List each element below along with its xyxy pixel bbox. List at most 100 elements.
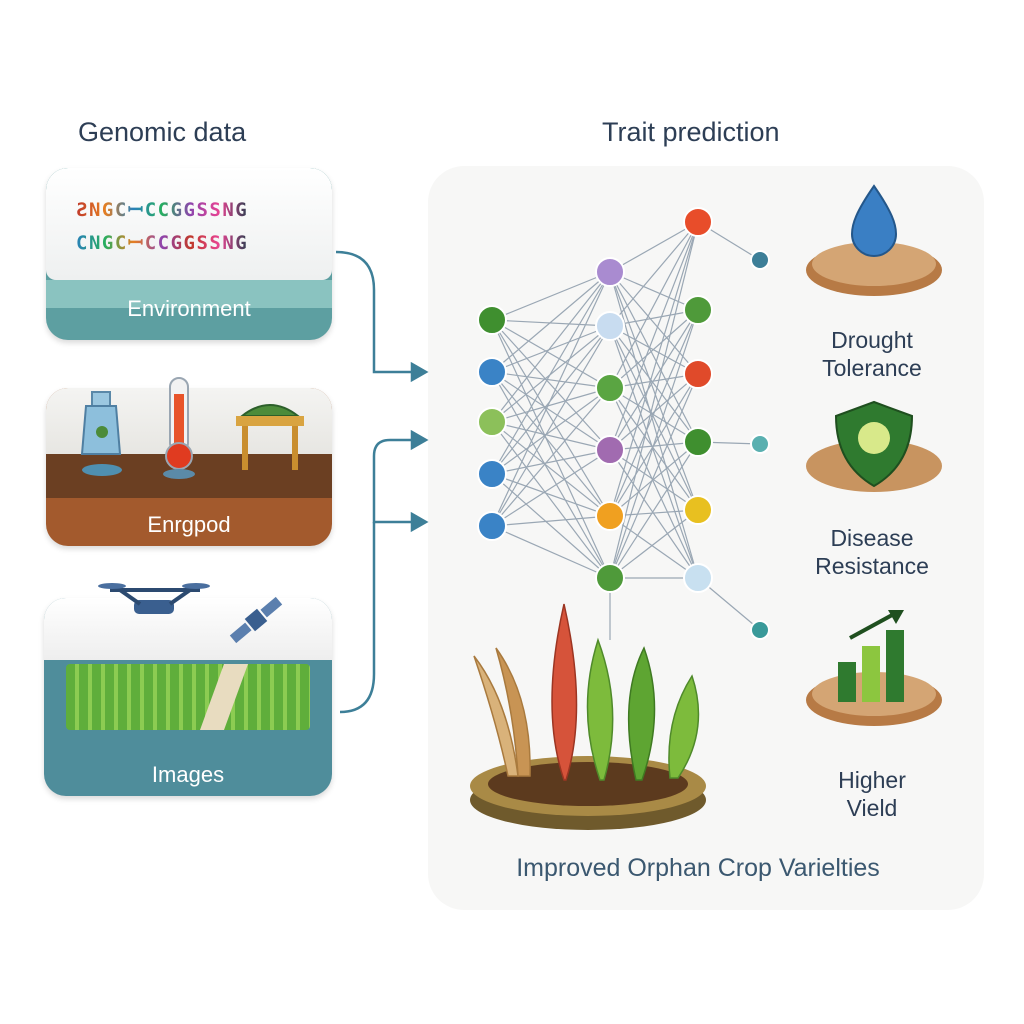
- disease-line-1: Disease: [830, 525, 914, 551]
- network-nodes: [477, 207, 770, 640]
- network-node: [683, 563, 713, 593]
- images-card: [44, 598, 332, 796]
- network-edge: [609, 441, 699, 517]
- network-edge: [609, 449, 699, 511]
- network-node: [683, 207, 713, 237]
- network-node: [683, 427, 713, 457]
- network-edge: [609, 509, 699, 579]
- network-edge: [609, 309, 699, 517]
- network-edge: [491, 319, 611, 517]
- network-edge: [491, 421, 611, 451]
- network-edge: [609, 325, 699, 579]
- network-edge: [609, 515, 699, 579]
- genomic-card-band: [46, 280, 332, 308]
- input-connectors: [335, 250, 429, 714]
- yield-line-1: Higher: [838, 767, 906, 793]
- network-edge: [491, 473, 611, 579]
- disease-line-2: Resistance: [815, 553, 929, 579]
- network-edge: [609, 387, 699, 511]
- network-edge: [491, 271, 611, 423]
- network-node: [750, 620, 770, 640]
- network-edge: [609, 221, 699, 327]
- network-edge: [491, 371, 611, 579]
- drone-icon: [98, 583, 210, 614]
- network-edge: [491, 371, 611, 389]
- network-edge: [491, 319, 611, 579]
- network-edge: [609, 271, 699, 311]
- network-node: [595, 563, 625, 593]
- connector-arrow-3: [410, 511, 429, 533]
- genomic-sequence-line-1: ƧNGCꟷCCGGSSNG: [76, 196, 248, 222]
- network-edge: [491, 525, 611, 579]
- satellite-icon: [229, 596, 283, 644]
- network-edge: [491, 319, 611, 451]
- network-edge: [609, 373, 699, 579]
- network-edge: [491, 371, 611, 451]
- network-edge: [491, 319, 611, 327]
- network-edge: [491, 271, 611, 475]
- network-edge: [609, 387, 699, 443]
- network-edge: [609, 325, 699, 511]
- drought-tolerance-label: Drought Tolerance: [782, 326, 962, 382]
- network-edge: [609, 325, 699, 443]
- connector-genomic: [335, 250, 412, 374]
- network-node: [477, 305, 507, 335]
- network-edge: [609, 271, 699, 443]
- network-edge: [491, 421, 611, 517]
- yield-line-2: Vield: [846, 795, 898, 821]
- network-node: [683, 359, 713, 389]
- green-plant-icon: [586, 637, 700, 781]
- drought-tolerance-icon: [806, 184, 942, 296]
- environment-label: Environment: [127, 296, 251, 321]
- disease-resistance-icon: [806, 400, 942, 492]
- network-edge: [491, 325, 611, 527]
- images-card-sky: [44, 598, 332, 660]
- drought-line-1: Drought: [831, 327, 913, 353]
- network-edge: [491, 449, 611, 475]
- red-plant-icon: [551, 603, 578, 781]
- network-edge: [491, 271, 611, 527]
- connector-environment: [372, 438, 412, 524]
- network-edge: [609, 221, 699, 517]
- network-edge: [609, 221, 699, 389]
- network-edge: [491, 449, 611, 527]
- network-edge: [609, 387, 699, 579]
- network-edge: [609, 221, 699, 273]
- network-edge: [491, 421, 611, 579]
- connector-images: [339, 522, 376, 714]
- bottom-caption: Improved Orphan Crop Varielties: [516, 854, 880, 882]
- network-edge: [491, 387, 611, 475]
- disease-resistance-label: Disease Resistance: [782, 524, 962, 580]
- network-node: [683, 295, 713, 325]
- network-edge: [609, 309, 699, 451]
- weather-station-icon: [236, 404, 304, 470]
- network-edge: [491, 271, 611, 321]
- network-node: [595, 501, 625, 531]
- network-edge: [491, 271, 611, 373]
- network-node: [477, 459, 507, 489]
- trait-icons: [806, 184, 942, 726]
- network-node: [595, 311, 625, 341]
- genomic-data-title: Genomic data: [78, 117, 247, 147]
- network-edge: [609, 309, 699, 389]
- environment-sensors-illustration: [80, 377, 304, 479]
- network-node: [683, 495, 713, 525]
- network-edge: [609, 271, 699, 375]
- flask-icon: [80, 391, 122, 476]
- network-edge: [609, 309, 699, 579]
- network-node: [595, 257, 625, 287]
- thermometer-icon: [163, 377, 195, 479]
- network-edges: [491, 221, 761, 640]
- genomic-sequence-line-2: ϹNGCꟷCCGGSSNG: [76, 229, 248, 255]
- drought-line-2: Tolerance: [822, 355, 922, 381]
- genomic-card-top: [46, 168, 332, 280]
- network-edge: [491, 319, 611, 389]
- network-edge: [491, 371, 611, 517]
- images-label: Images: [151, 762, 225, 787]
- network-node: [477, 357, 507, 387]
- network-node: [477, 407, 507, 437]
- network-edge: [491, 325, 611, 373]
- genomic-data-card: [46, 168, 332, 340]
- network-node: [477, 511, 507, 541]
- trait-prediction-title: Trait prediction: [602, 117, 780, 147]
